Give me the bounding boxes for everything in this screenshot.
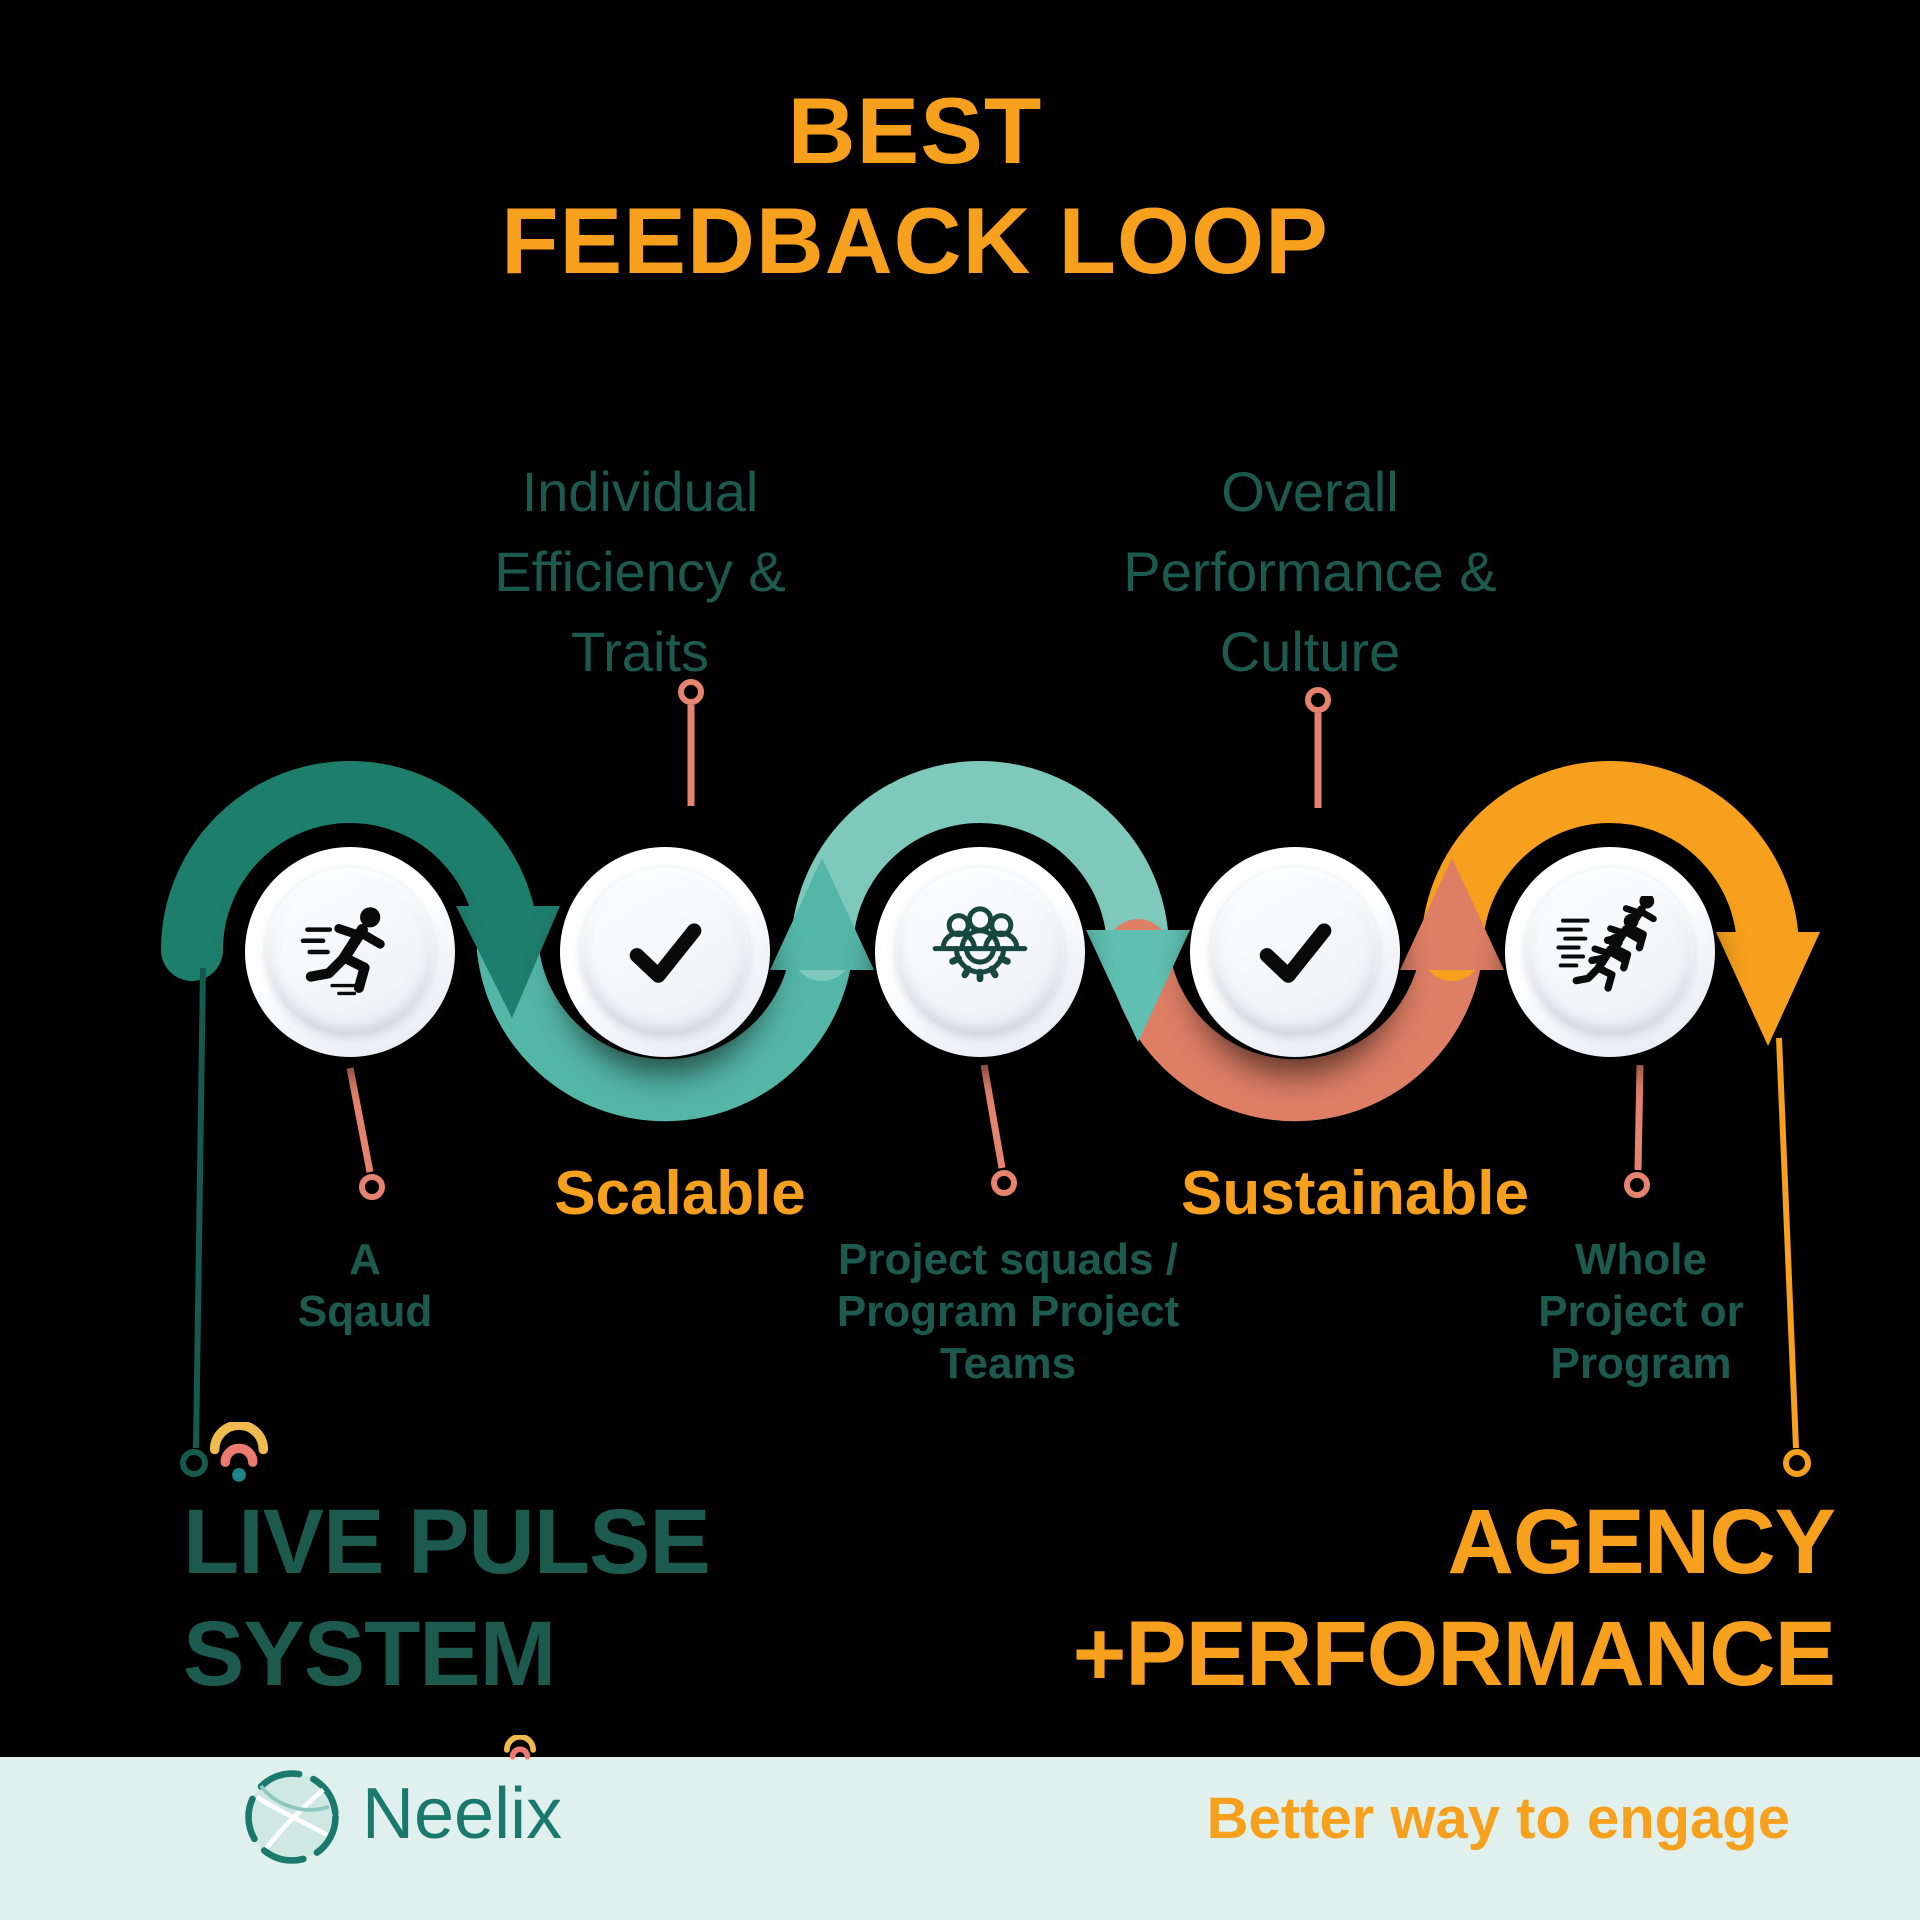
step-node-1 bbox=[245, 847, 455, 1057]
heading-live-pulse-system: LIVE PULSE SYSTEM bbox=[183, 1486, 711, 1710]
whole-connector-dot bbox=[1624, 1172, 1650, 1198]
overall-connector-dot bbox=[1305, 687, 1331, 713]
step-node-2-face bbox=[581, 868, 749, 1036]
arc-segment-5 bbox=[1421, 761, 1799, 981]
note-teams: Project squads / Program Project Teams bbox=[758, 1234, 1258, 1390]
teams-connector-line bbox=[980, 1064, 1006, 1169]
heading-live-line: SYSTEM bbox=[183, 1603, 556, 1705]
note-teams-line: Project squads / bbox=[838, 1235, 1178, 1284]
neelix-globe-logo bbox=[245, 1770, 339, 1864]
checkmark-icon bbox=[1259, 923, 1332, 983]
arrow-down-1-icon bbox=[456, 906, 560, 1018]
label-sustainable: Sustainable bbox=[1181, 1159, 1529, 1228]
callout-individual-line: Traits bbox=[571, 620, 709, 683]
callout-individual: Individual Efficiency & Traits bbox=[330, 452, 950, 692]
heading-agency-performance: AGENCY +PERFORMANCE bbox=[835, 1486, 1836, 1710]
agency-connector-dot bbox=[1783, 1449, 1811, 1477]
arrow-up-4-icon bbox=[1400, 858, 1504, 970]
arc-segment-3 bbox=[791, 761, 1169, 981]
step-node-4 bbox=[1190, 847, 1400, 1057]
brand-name: Neelix bbox=[362, 1774, 563, 1854]
callout-overall-line: Culture bbox=[1219, 620, 1401, 683]
whole-connector-line bbox=[1634, 1064, 1644, 1171]
step-node-3-face bbox=[896, 868, 1064, 1036]
arc-segment-1 bbox=[161, 761, 539, 981]
note-squad: A Sqaud bbox=[215, 1234, 515, 1338]
note-teams-line: Teams bbox=[939, 1339, 1077, 1388]
heading-live-line: LIVE PULSE bbox=[183, 1491, 711, 1593]
callout-individual-line: Individual bbox=[521, 460, 759, 523]
live-pulse-connector-dot bbox=[180, 1449, 208, 1477]
step-node-4-face bbox=[1211, 868, 1379, 1036]
wifi-signal-icon bbox=[209, 1422, 269, 1482]
arc-segment-2 bbox=[477, 919, 853, 1122]
step-node-3 bbox=[875, 847, 1085, 1057]
callout-individual-line: Efficiency & bbox=[494, 540, 786, 603]
live-pulse-connector-line bbox=[193, 967, 206, 1449]
team-gear-icon bbox=[932, 906, 1028, 983]
page-title: BEST FEEDBACK LOOP bbox=[0, 76, 1830, 296]
step-node-2 bbox=[560, 847, 770, 1057]
arrow-down-5-icon bbox=[1716, 932, 1820, 1046]
individual-connector-dot bbox=[678, 679, 704, 705]
note-whole: Whole Project or Program bbox=[1441, 1234, 1841, 1390]
callout-overall-line: Overall bbox=[1221, 460, 1399, 523]
arrow-down-3-icon bbox=[1086, 930, 1190, 1042]
agency-connector-line bbox=[1776, 1037, 1799, 1449]
checkmark-icon bbox=[629, 923, 702, 983]
heading-agency-line: AGENCY bbox=[1447, 1491, 1836, 1593]
note-squad-line: Sqaud bbox=[297, 1287, 433, 1336]
racing-group-icon bbox=[1556, 896, 1666, 1008]
teams-connector-dot bbox=[991, 1170, 1017, 1196]
footer-tagline: Better way to engage bbox=[1206, 1786, 1790, 1851]
note-whole-line: Whole bbox=[1575, 1235, 1707, 1284]
squad-connector-dot bbox=[359, 1174, 385, 1200]
title-line-1: BEST bbox=[787, 78, 1043, 183]
arc-segment-4 bbox=[1107, 919, 1483, 1122]
step-node-5 bbox=[1505, 847, 1715, 1057]
title-line-2: FEEDBACK LOOP bbox=[501, 188, 1329, 293]
sprinting-person-icon bbox=[300, 907, 385, 996]
callout-overall-line: Performance & bbox=[1123, 540, 1497, 603]
heading-agency-line: +PERFORMANCE bbox=[1072, 1603, 1836, 1705]
footer-bar: Neelix Better way to engage bbox=[0, 1735, 1920, 1920]
note-squad-line: A bbox=[349, 1235, 381, 1284]
squad-connector-line bbox=[346, 1067, 374, 1173]
arrow-up-2-icon bbox=[770, 858, 874, 970]
note-whole-line: Program bbox=[1550, 1339, 1732, 1388]
label-scalable: Scalable bbox=[554, 1159, 806, 1228]
callout-overall: Overall Performance & Culture bbox=[1000, 452, 1620, 692]
note-teams-line: Program Project bbox=[836, 1287, 1180, 1336]
wifi-signal-icon bbox=[504, 1735, 536, 1760]
note-whole-line: Project or bbox=[1538, 1287, 1744, 1336]
